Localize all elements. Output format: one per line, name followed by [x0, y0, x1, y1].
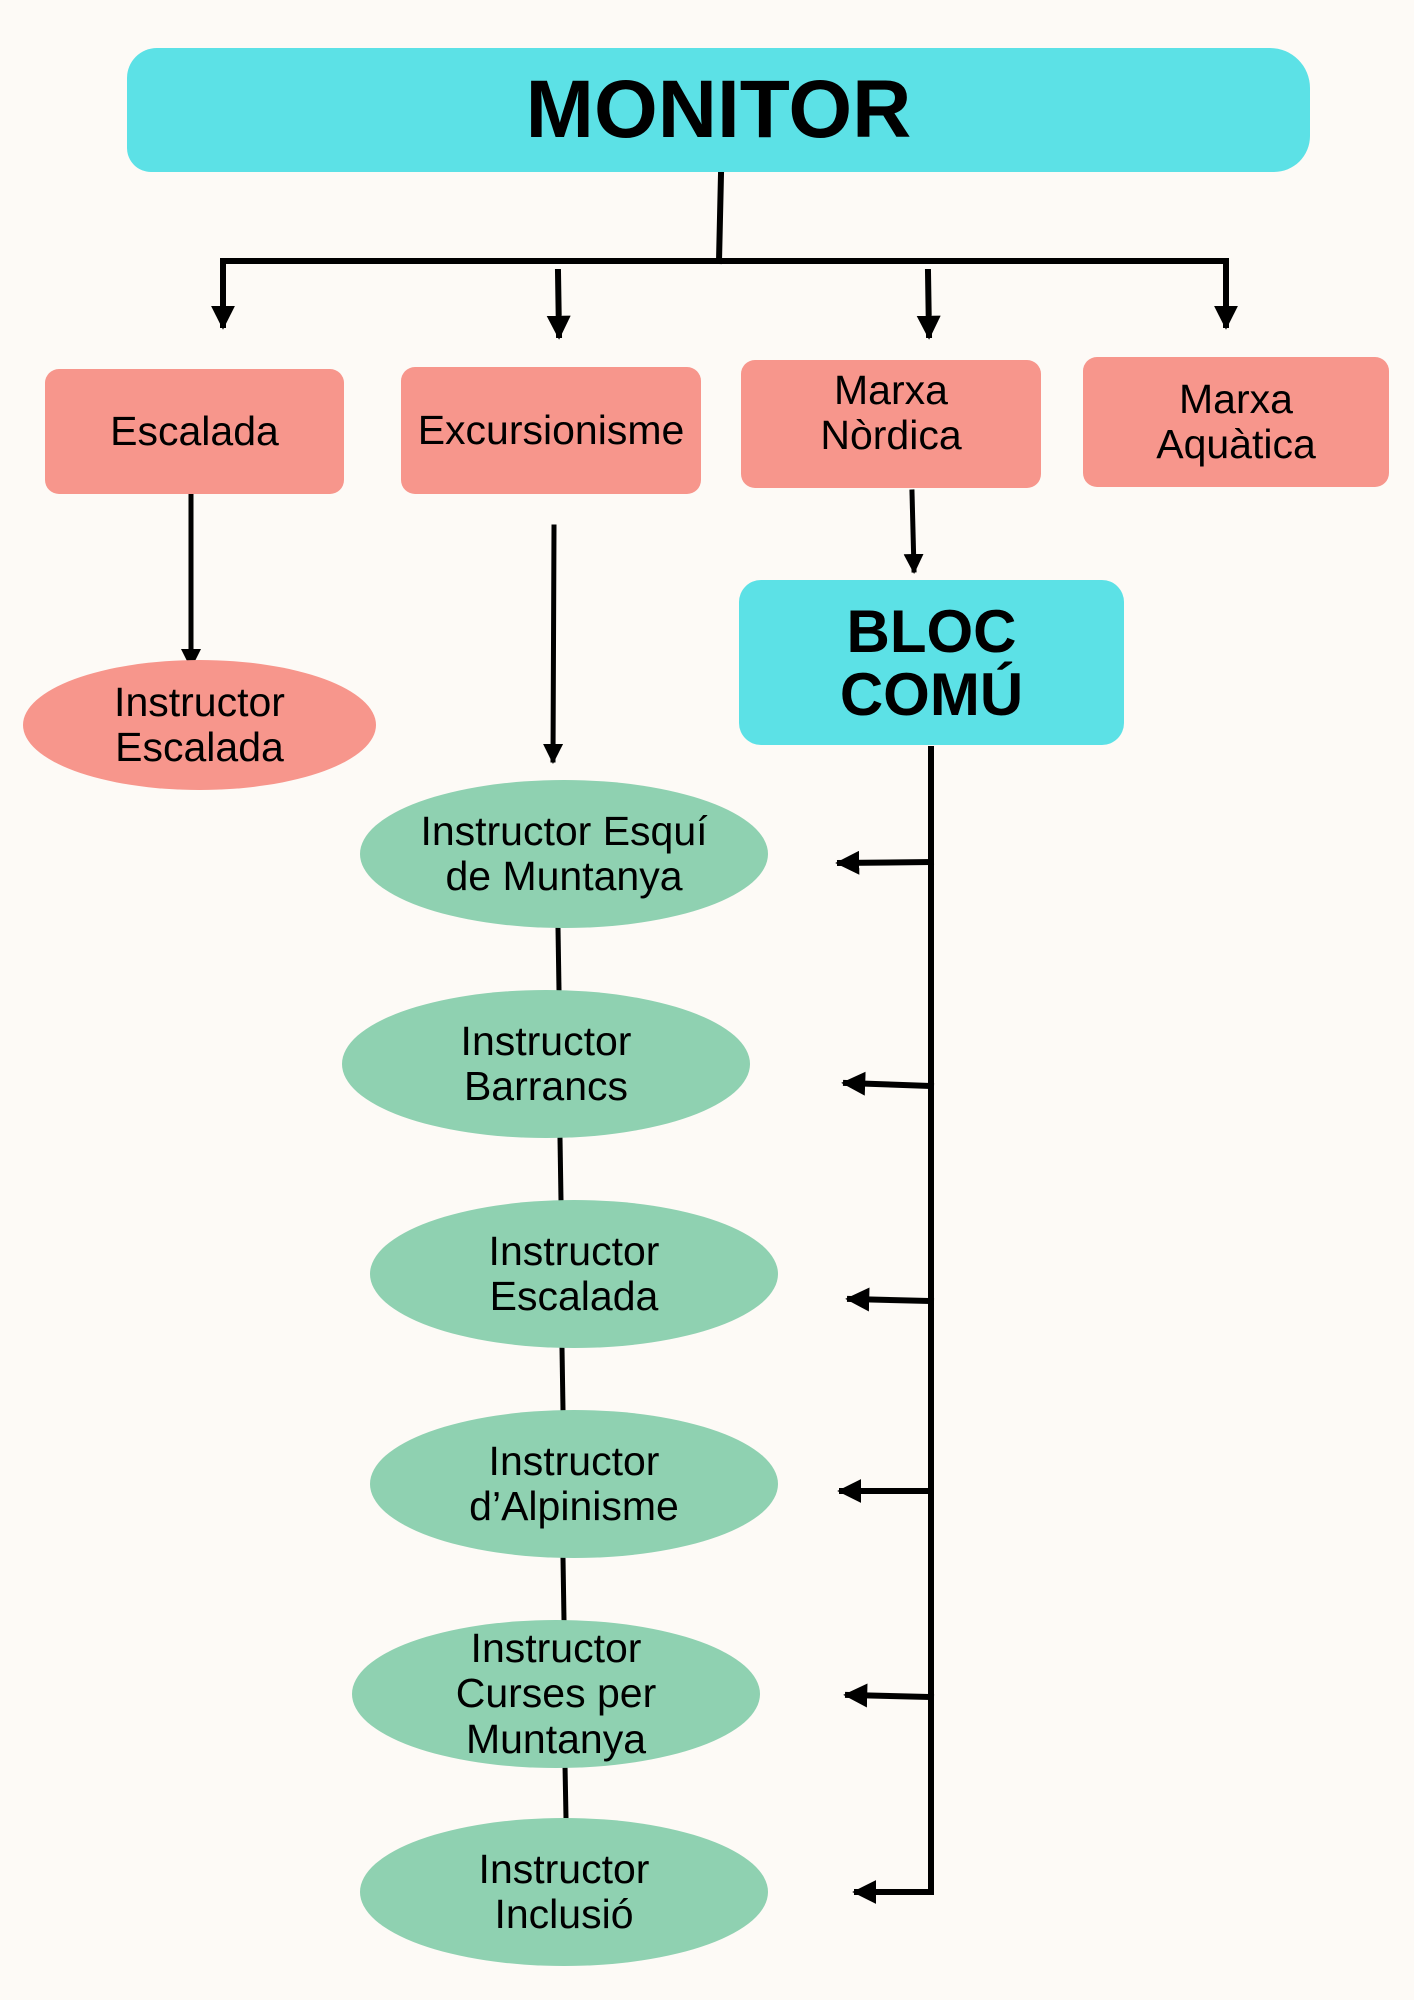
chain-link-1 — [555, 925, 562, 993]
instructor-label: Instructor Esquí de Muntanya — [420, 807, 708, 899]
category-excursionisme: Excursionisme — [401, 367, 701, 494]
bloc-arrow-1 — [835, 850, 935, 875]
instructor-label: Instructor Barrancs — [460, 1017, 632, 1109]
instructor-label: Instructor Escalada — [114, 678, 285, 770]
arrow-excursionisme-to-instructors — [543, 524, 564, 764]
arrow-to-marxa-nordica — [916, 268, 941, 340]
chain-link-5 — [562, 1762, 569, 1821]
instructor-label: Instructor Inclusió — [478, 1845, 650, 1937]
instructor-node-barrancs: Instructor Barrancs — [342, 990, 750, 1138]
root-stem-line — [715, 170, 725, 265]
chain-link-3 — [559, 1345, 566, 1413]
instructor-label: Instructor d’Alpinisme — [469, 1437, 679, 1529]
bloc-comu-node: BLOC COMÚ — [739, 580, 1124, 745]
root-label: MONITOR — [525, 63, 912, 155]
category-escalada: Escalada — [45, 369, 344, 494]
instructor-label: Instructor Curses per Muntanya — [455, 1625, 657, 1762]
bloc-comu-label: BLOC COMÚ — [839, 597, 1024, 728]
bloc-arrow-5 — [843, 1683, 935, 1708]
instructor-node-curses-muntanya: Instructor Curses per Muntanya — [352, 1620, 760, 1768]
bloc-arrow-2 — [841, 1071, 935, 1096]
category-label: Escalada — [110, 407, 279, 454]
category-label: Excursionisme — [417, 406, 685, 453]
category-marxa-nordica: Marxa Nòrdica — [741, 360, 1041, 488]
chain-link-2 — [557, 1135, 564, 1203]
category-marxa-aquatica: Marxa Aquàtica — [1083, 357, 1389, 487]
arrow-nordica-to-bloc — [903, 489, 924, 574]
instructor-label: Instructor Escalada — [488, 1227, 660, 1319]
instructor-node-esqui-muntanya: Instructor Esquí de Muntanya — [360, 780, 768, 928]
bloc-arrow-3 — [845, 1287, 935, 1312]
instructor-node-escalada: Instructor Escalada — [370, 1200, 778, 1348]
instructor-escalada-node: Instructor Escalada — [23, 660, 376, 790]
root-node-monitor: MONITOR — [127, 48, 1310, 172]
instructor-node-inclusio: Instructor Inclusió — [360, 1818, 768, 1966]
instructor-node-alpinisme: Instructor d’Alpinisme — [370, 1410, 778, 1558]
category-label: Marxa Nòrdica — [820, 367, 962, 459]
chain-link-4 — [560, 1555, 567, 1623]
arrow-to-excursionisme — [546, 268, 571, 340]
category-label: Marxa Aquàtica — [1156, 375, 1316, 467]
